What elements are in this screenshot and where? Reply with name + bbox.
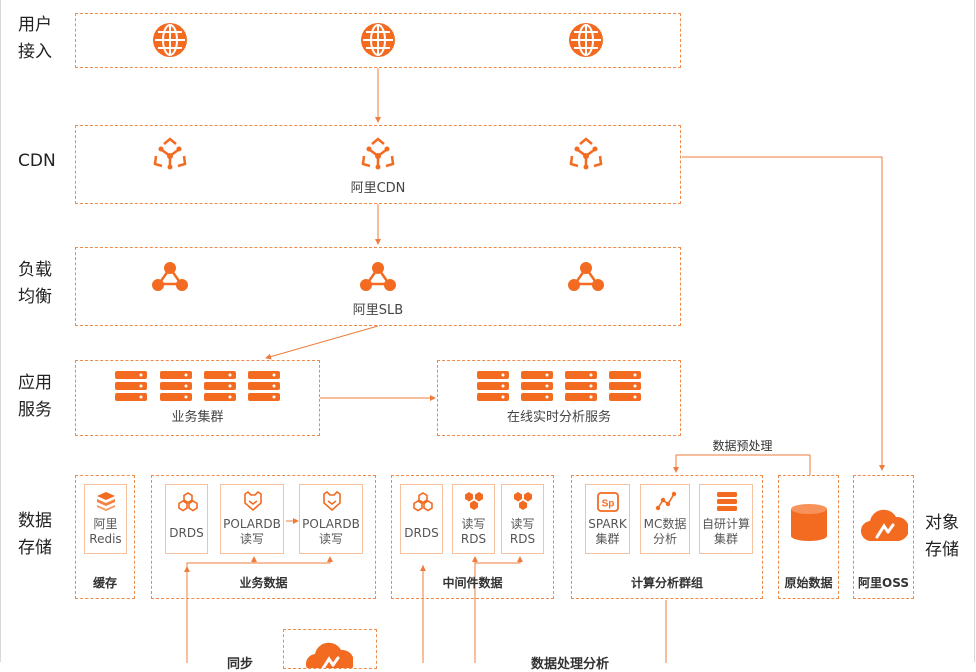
polardb-card-2: POLARDB 读写 xyxy=(299,484,363,554)
drds-card-label: DRDS xyxy=(169,526,204,540)
rds-card-2-label: 读写 RDS xyxy=(509,517,536,546)
globe-icon xyxy=(153,23,187,57)
raw-data-box xyxy=(778,475,839,599)
mc-analysis-card-label: MC数据 分析 xyxy=(643,517,687,546)
compute-card: 自研计算 集群 xyxy=(699,484,753,554)
compute-card-label: 自研计算 集群 xyxy=(701,517,750,546)
slb-icon xyxy=(360,262,396,291)
rds-icon xyxy=(514,492,532,510)
server-stack-icon xyxy=(609,371,641,401)
rds-card-1-label: 读写 RDS xyxy=(460,517,487,546)
spark-icon: Sp xyxy=(597,492,619,512)
spark-card-label: SPARK 集群 xyxy=(588,517,627,546)
oss-footer: 阿里OSS xyxy=(858,576,909,590)
spark-card: Sp SPARK 集群 xyxy=(585,484,630,554)
cdn-node-icon xyxy=(153,137,187,170)
online-analysis-caption: 在线实时分析服务 xyxy=(506,410,611,425)
polardb-card-1-label: POLARDB 读写 xyxy=(223,517,281,546)
row-label-app-service: 应用 服务 xyxy=(18,373,52,420)
slb-caption: 阿里SLB xyxy=(352,303,404,318)
database-cylinder-icon xyxy=(791,504,827,541)
oss-cloud-icon xyxy=(306,642,353,668)
slb-icon xyxy=(568,262,604,291)
row-label-cdn: CDN xyxy=(18,151,56,171)
mc-analysis-icon xyxy=(655,491,677,511)
drds-card-middleware: DRDS xyxy=(400,484,443,554)
cdn-node-icon xyxy=(569,137,603,170)
business-cluster-box xyxy=(75,360,320,436)
middleware-data-footer: 中间件数据 xyxy=(442,576,503,590)
business-data-box xyxy=(151,475,376,599)
row-label-user-access: 用户 接入 xyxy=(18,15,52,62)
drds-icon xyxy=(178,492,198,512)
drds-icon xyxy=(413,492,433,512)
mc-analysis-card: MC数据 分析 xyxy=(640,484,690,554)
row-label-object-storage: 对象 存储 xyxy=(925,513,959,560)
row-label-load-balance: 负载 均衡 xyxy=(18,260,52,307)
oss-box xyxy=(853,475,914,599)
server-stack-icon xyxy=(248,371,280,401)
slb-box xyxy=(75,247,681,326)
server-stack-icon xyxy=(521,371,553,401)
cdn-caption: 阿里CDN xyxy=(350,181,406,196)
row-label-data-storage: 数据 存储 xyxy=(18,511,52,558)
svg-text:Sp: Sp xyxy=(602,499,615,510)
raw-data-footer: 原始数据 xyxy=(784,576,833,590)
middleware-data-box xyxy=(391,475,554,599)
polardb-card-1: POLARDB 读写 xyxy=(220,484,284,554)
polardb-icon xyxy=(244,491,262,511)
cdn-node-icon xyxy=(361,137,395,170)
polardb-card-2-label: POLARDB 读写 xyxy=(302,517,360,546)
compute-cluster-footer: 计算分析群组 xyxy=(630,576,703,590)
redis-card: 阿里 Redis xyxy=(84,484,127,554)
cdn-box xyxy=(75,125,681,204)
cache-box xyxy=(75,475,135,599)
server-stack-icon xyxy=(160,371,192,401)
rds-card-2: 读写 RDS xyxy=(501,484,544,554)
compute-cluster-box xyxy=(571,475,763,599)
user-access-box xyxy=(75,13,681,68)
redis-icon xyxy=(97,492,115,511)
rds-icon xyxy=(465,492,483,510)
globe-icon xyxy=(569,23,603,57)
server-stack-icon xyxy=(204,371,236,401)
server-stack-icon xyxy=(565,371,597,401)
business-data-footer: 业务数据 xyxy=(239,576,288,590)
rds-card-1: 读写 RDS xyxy=(452,484,495,554)
redis-card-label: 阿里 Redis xyxy=(89,517,122,546)
business-cluster-caption: 业务集群 xyxy=(171,410,224,425)
online-analysis-box xyxy=(437,360,681,436)
server-stack-icon xyxy=(115,371,147,401)
slb-icon xyxy=(152,262,188,291)
compute-icon xyxy=(717,492,737,511)
drds-card: DRDS xyxy=(165,484,208,554)
preprocess-label: 数据预处理 xyxy=(712,439,773,453)
polardb-icon xyxy=(323,491,341,511)
drds-card-middleware-label: DRDS xyxy=(404,526,439,540)
oss-cloud-icon xyxy=(861,509,908,542)
server-stack-icon xyxy=(477,371,509,401)
cache-footer: 缓存 xyxy=(92,576,117,590)
globe-icon xyxy=(361,23,395,57)
